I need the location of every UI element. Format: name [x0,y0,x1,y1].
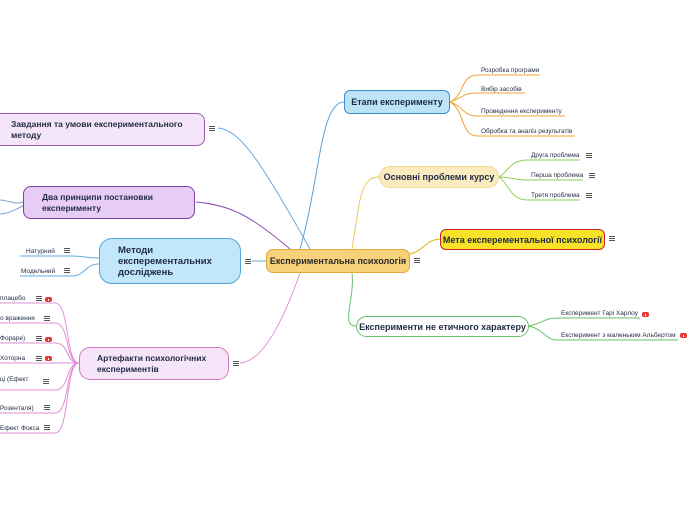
topic-artefakty[interactable]: Артефакти психологічних експериментів [79,347,229,380]
menu-icon[interactable] [233,361,239,366]
subtopic-problemy-1[interactable]: Друга проблема [531,152,580,159]
subtopic-neetychni-2[interactable]: Експеримент з маленьким Альбертом [561,332,676,339]
link-problemy [351,176,380,250]
link-artef [239,272,301,364]
central-topic[interactable]: Експериментальна психологія [266,249,410,273]
menu-icon[interactable] [44,316,50,321]
menu-icon[interactable] [245,259,251,264]
menu-icon[interactable] [36,296,42,301]
subtopic-artefakty-1[interactable]: плацебо [0,295,26,302]
central-topic-label: Експериментальна психологія [269,256,407,266]
menu-icon[interactable] [64,268,70,273]
topic-metody[interactable]: Методи експерементальних досліджень [99,238,241,284]
youtube-icon[interactable] [680,333,687,338]
subtopic-artefakty-2[interactable]: о враження [0,315,35,322]
subtopic-etapy-1[interactable]: Розробка програми [481,67,540,74]
menu-icon[interactable] [414,258,420,263]
subtopic-artefakty-6[interactable]: Розенталя) [0,405,34,412]
subtopic-etapy-2[interactable]: Вибір засобів [481,86,522,93]
link-zavd [217,127,311,250]
subtopic-artefakty-5[interactable]: ці (Ефект [0,376,29,383]
topic-artefakty-label: Артефакти психологічних експериментів [97,352,207,374]
youtube-icon[interactable] [45,297,52,302]
subtopic-etapy-3[interactable]: Проведення експерименту [481,108,562,115]
topic-zavdannia-label: Завдання та умови експериментального мет… [11,118,183,140]
topic-etapy[interactable]: Етапи експерименту [344,90,450,114]
link-dva [195,201,291,250]
subtopic-artefakty-7[interactable]: Ефект Фокса [0,425,40,432]
youtube-icon[interactable] [45,356,52,361]
subtopic-etapy-4[interactable]: Обробка та аналіз результатів [481,128,573,135]
topic-meta[interactable]: Мета експерементальної психології [440,229,605,250]
topic-meta-label: Мета експерементальної психології [442,234,603,245]
menu-icon[interactable] [64,248,70,253]
link-etapy [299,101,345,250]
menu-icon[interactable] [36,336,42,341]
link-meta [409,238,441,255]
topic-etapy-label: Етапи експерименту [351,97,443,107]
menu-icon[interactable] [209,126,215,131]
menu-icon[interactable] [36,356,42,361]
link-neet [348,272,357,327]
subtopic-problemy-2[interactable]: Перша проблема [531,172,584,179]
topic-dva-pryntsypy[interactable]: Два принципи постановки експерименту [23,186,195,219]
menu-icon[interactable] [589,173,595,178]
topic-problemy[interactable]: Основні проблеми курсу [379,166,499,188]
topic-metody-label: Методи експерементальних досліджень [118,244,212,278]
youtube-icon[interactable] [642,312,649,317]
subtopic-problemy-3[interactable]: Третя проблема [531,192,580,199]
subtopic-neetychni-1[interactable]: Експеримент Гарі Харлоу [561,310,638,317]
subtopic-artefakty-3[interactable]: Фораре) [0,335,26,342]
youtube-icon[interactable] [45,337,52,342]
subtopic-metody-1[interactable]: Натурний [26,248,55,255]
topic-neetychni-label: Експерименти не етичного характеру [359,321,526,332]
topic-dva-pryntsypy-label: Два принципи постановки експерименту [42,191,153,213]
menu-icon[interactable] [44,405,50,410]
menu-icon[interactable] [586,153,592,158]
menu-icon[interactable] [44,425,50,430]
subtopic-metody-2[interactable]: Модельний [21,268,56,275]
menu-icon[interactable] [586,193,592,198]
subtopic-artefakty-4[interactable]: Хоторна [0,355,26,362]
topic-neetychni[interactable]: Експерименти не етичного характеру [356,316,529,337]
topic-zavdannia[interactable]: Завдання та умови експериментального мет… [0,113,205,146]
menu-icon[interactable] [609,236,615,241]
topic-problemy-label: Основні проблеми курсу [383,172,495,182]
menu-icon[interactable] [43,379,49,384]
